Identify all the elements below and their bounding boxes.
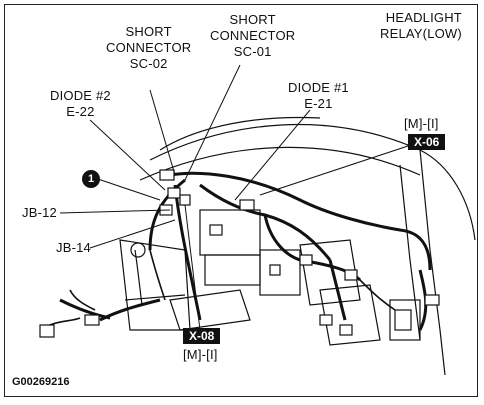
callout-1-marker: 1 [82,170,100,188]
jb14-label: JB-14 [56,240,91,255]
x06-label: X-06 [408,134,446,150]
diode-1-line1: DIODE #1 [288,80,349,95]
short-connector-sc01-label: SHORT CONNECTOR SC-01 [210,12,295,60]
x08-label: X-08 [183,328,221,344]
headlight-relay-label: HEADLIGHT RELAY(LOW) [380,10,462,42]
diode-2-label: DIODE #2 E-22 [50,88,111,120]
sc01-line2: CONNECTOR [210,28,296,43]
figure-frame [4,4,478,397]
sc02-line3: SC-02 [129,56,168,71]
headlight-relay-line2: RELAY(LOW) [380,26,462,41]
sc02-line2: CONNECTOR [106,40,192,55]
m-i-bottom-label: [M]-[I] [183,347,218,362]
figure-id: G00269216 [12,376,70,388]
jb12-label: JB-12 [22,205,57,220]
diode-2-line2: E-22 [66,104,95,119]
m-i-top-label: [M]-[I] [404,116,439,131]
diode-1-label: DIODE #1 E-21 [288,80,349,112]
sc02-line1: SHORT [125,24,172,39]
sc01-line1: SHORT [229,12,276,27]
short-connector-sc02-label: SHORT CONNECTOR SC-02 [106,24,191,72]
diode-2-line1: DIODE #2 [50,88,111,103]
diode-1-line2: E-21 [304,96,333,111]
sc01-line3: SC-01 [233,44,272,59]
headlight-relay-line1: HEADLIGHT [385,10,462,25]
